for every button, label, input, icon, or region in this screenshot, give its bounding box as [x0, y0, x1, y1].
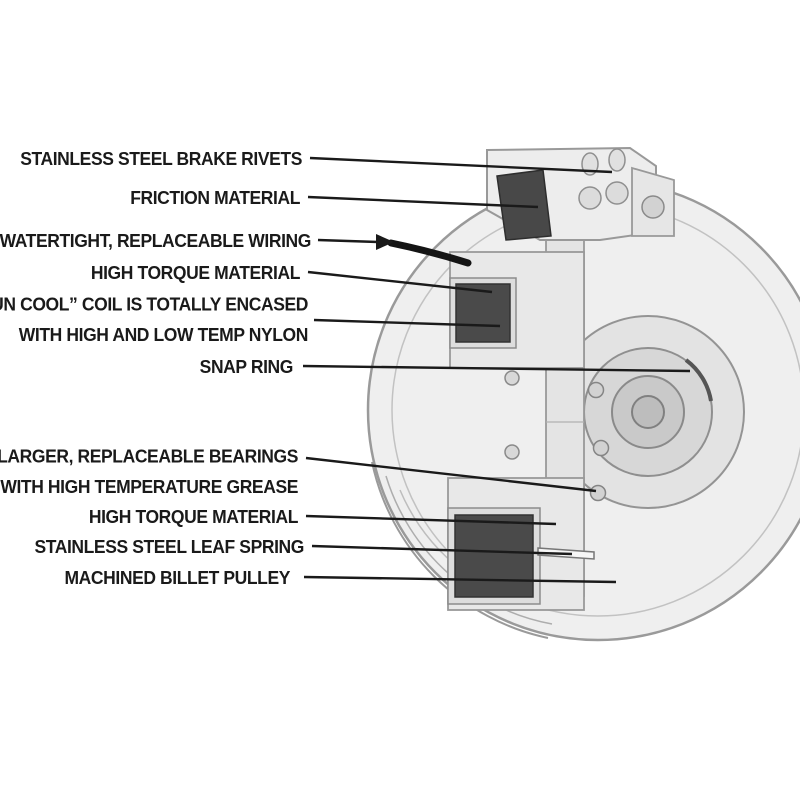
callout-snap-ring: SNAP RING	[199, 356, 294, 378]
callout-brake-rivets: STAINLESS STEEL BRAKE RIVETS	[20, 148, 302, 170]
callout-run-cool-coil-line1: “RUN COOL” COIL IS TOTALLY ENCASED	[0, 294, 308, 315]
callout-high-torque-bottom: HIGH TORQUE MATERIAL	[88, 506, 299, 528]
clutch-assembly	[366, 146, 800, 642]
leader-billet-pulley	[303, 575, 617, 584]
bracket-hole	[641, 195, 665, 219]
armature-hole	[578, 186, 602, 210]
leader-wiring	[317, 238, 379, 244]
callout-run-cool-coil-line2: WITH HIGH AND LOW TEMP NYLON	[18, 324, 309, 345]
wiring-arrowhead	[376, 234, 394, 250]
snap-ring-part	[684, 358, 713, 402]
field-shell-bottom	[447, 477, 585, 611]
callout-run-cool-coil: “RUN COOL” COIL IS TOTALLY ENCASED WITH …	[0, 290, 308, 350]
hub	[551, 315, 745, 509]
leader-high-torque-top	[307, 270, 493, 294]
pulley-groove-arc	[371, 461, 549, 639]
wire	[387, 239, 472, 267]
callout-bearings: LARGER, REPLACEABLE BEARINGS WITH HIGH T…	[0, 442, 298, 502]
leader-run-cool-coil	[313, 318, 501, 328]
leader-friction-material	[307, 195, 539, 209]
field-shell-top	[449, 251, 585, 369]
hub-pin	[504, 444, 520, 460]
brake-rivet	[581, 152, 599, 176]
hub-pin	[504, 370, 520, 386]
leader-lines	[302, 156, 691, 584]
leader-bearings	[305, 456, 597, 493]
bearing-ball	[592, 439, 610, 457]
coil-top	[455, 283, 511, 343]
bearing-ball	[587, 381, 605, 399]
armature-hole	[605, 181, 629, 205]
callout-bearings-line2: WITH HIGH TEMPERATURE GREASE	[0, 476, 298, 497]
friction-pad	[496, 169, 552, 241]
brake-rivet	[608, 148, 626, 172]
coil-bottom	[454, 514, 534, 598]
callout-leaf-spring: STAINLESS STEEL LEAF SPRING	[34, 536, 304, 558]
callout-friction-material: FRICTION MATERIAL	[130, 187, 300, 209]
callout-wiring: WATERTIGHT, REPLACEABLE WIRING	[0, 230, 311, 252]
brake-armature	[486, 146, 675, 241]
leader-leaf-spring	[311, 544, 573, 556]
leader-snap-ring	[302, 364, 691, 373]
bearings-group	[504, 370, 610, 502]
callout-bearings-line1: LARGER, REPLACEABLE BEARINGS	[0, 446, 298, 467]
bearing-ball	[589, 484, 607, 502]
callout-billet-pulley: MACHINED BILLET PULLEY	[64, 567, 290, 589]
callout-high-torque-top: HIGH TORQUE MATERIAL	[90, 262, 301, 284]
leader-high-torque-bottom	[305, 514, 557, 526]
leader-brake-rivets	[309, 156, 613, 174]
